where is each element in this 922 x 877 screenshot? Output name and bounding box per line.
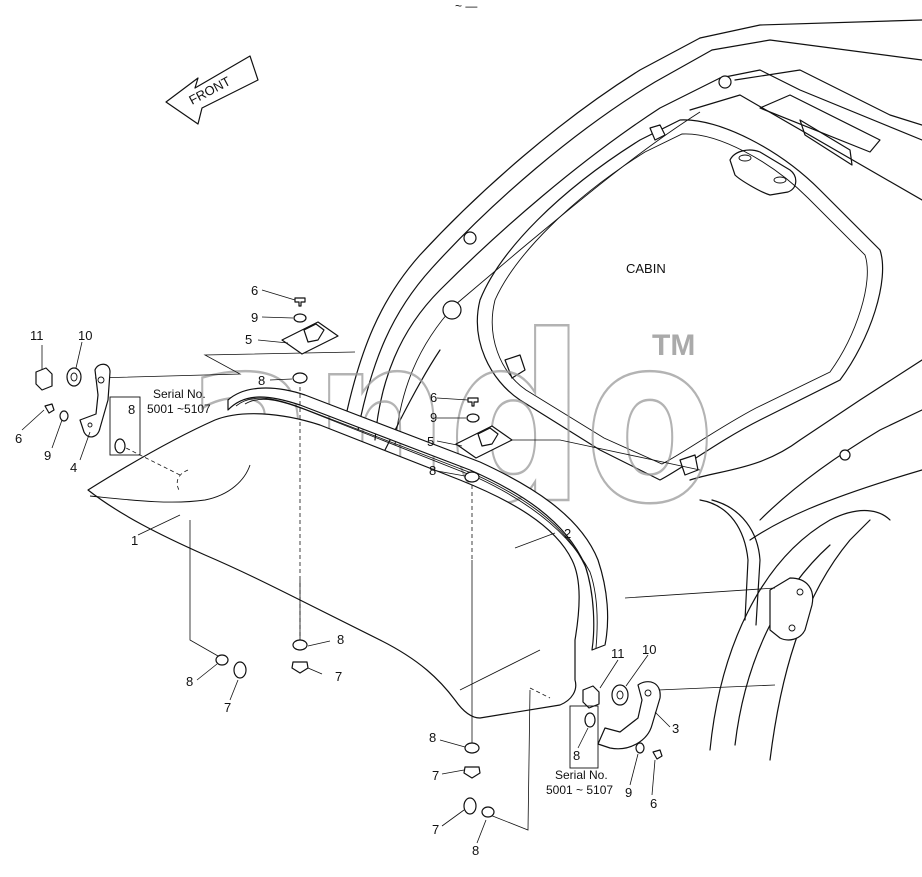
callout-4: 4 (70, 460, 77, 475)
callout-11-right: 11 (611, 646, 625, 661)
callout-11-left: 11 (30, 328, 44, 343)
serial-note-2-range: 5001 ~ 5107 (546, 783, 613, 797)
callout-7-center: 7 (335, 669, 342, 684)
serial-note-2-title: Serial No. (555, 768, 608, 782)
left-hardware (35, 363, 141, 456)
callout-10-left: 10 (78, 328, 92, 343)
callout-6-bottom-right: 6 (650, 796, 657, 811)
callout-leaders (21, 289, 671, 844)
callout-7-left-bottom: 7 (224, 700, 231, 715)
callout-8-right-lower: 8 (429, 730, 436, 745)
callout-7-right-b: 7 (432, 822, 439, 837)
callout-9-far-left: 9 (44, 448, 51, 463)
callout-8-center-lower: 8 (337, 632, 344, 647)
callout-8-boxed-right: 8 (573, 748, 580, 763)
callout-8-boxed-left: 8 (128, 402, 135, 417)
callout-6-far-left: 6 (15, 431, 22, 446)
callout-8-bottom: 8 (472, 843, 479, 858)
callout-numbers: 1 2 3 4 5 5 6 6 6 6 7 7 7 7 8 8 8 8 8 8 … (15, 283, 679, 858)
top-mark: ~ — (455, 0, 477, 13)
callout-5-left: 5 (245, 332, 252, 347)
callout-8-left-bottom: 8 (186, 674, 193, 689)
connector-lines (94, 351, 776, 831)
cabin-label: CABIN (626, 261, 666, 276)
serial-note-1-range: 5001 ~5107 (147, 402, 211, 416)
callout-1: 1 (131, 533, 138, 548)
center-left-hardware (215, 297, 339, 679)
serial-note-1-title: Serial No. (153, 387, 206, 401)
cabin-body (344, 19, 922, 761)
callout-9-right-top: 9 (430, 410, 437, 425)
callout-8-left-upper: 8 (258, 373, 265, 388)
callout-9-bottom-right: 9 (625, 785, 632, 800)
front-arrow: FRONT (165, 55, 259, 125)
callout-9-left-top: 9 (251, 310, 258, 325)
callout-10-right: 10 (642, 642, 656, 657)
callout-7-right-a: 7 (432, 768, 439, 783)
front-label: FRONT (186, 73, 233, 107)
right-hardware (569, 681, 663, 769)
callout-2: 2 (564, 526, 571, 541)
callout-5-right: 5 (427, 434, 434, 449)
callout-6-right-top: 6 (430, 390, 437, 405)
watermark-tm: TM (652, 329, 695, 362)
callout-8-right-upper: 8 (429, 463, 436, 478)
center-right-hardware (455, 397, 513, 818)
part-1-cover (87, 413, 580, 719)
callout-3: 3 (672, 721, 679, 736)
callout-6-left-top: 6 (251, 283, 258, 298)
